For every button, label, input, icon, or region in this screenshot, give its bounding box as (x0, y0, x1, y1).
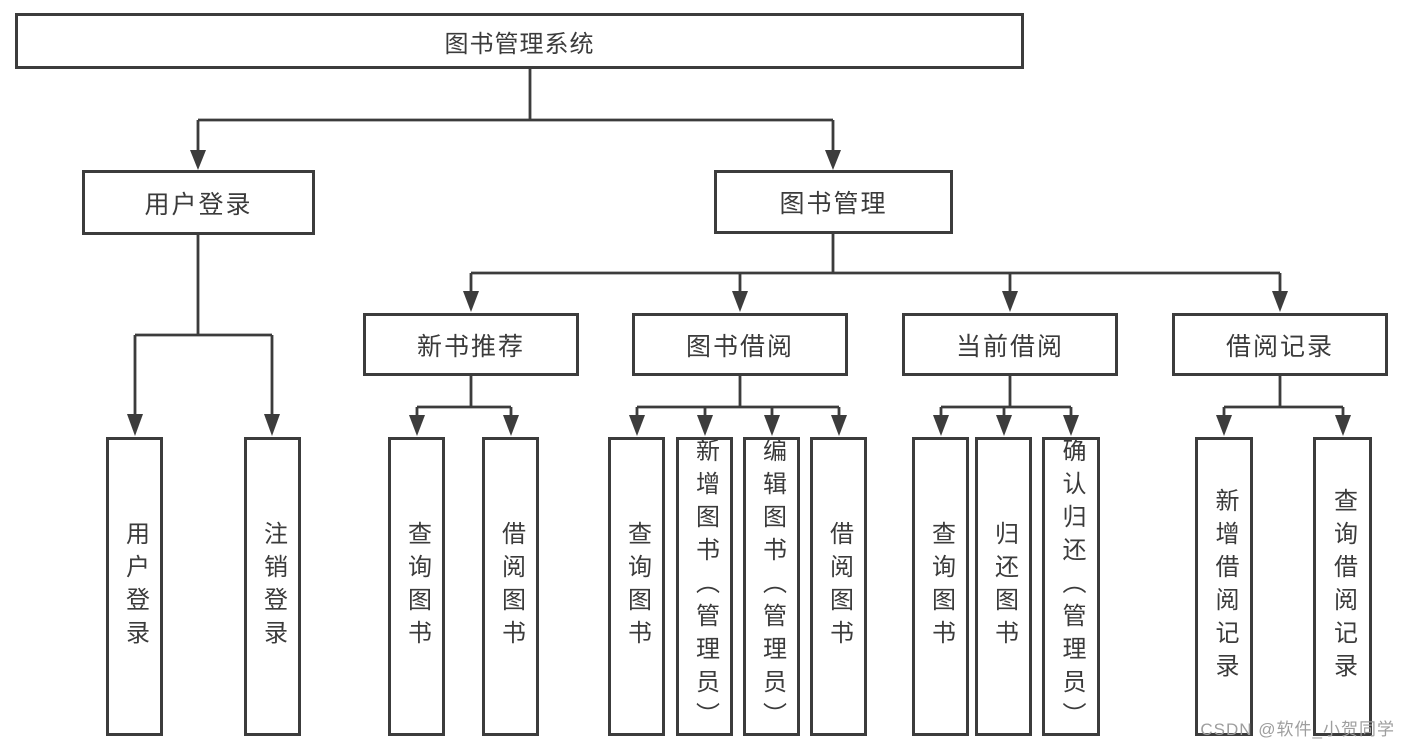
leaf-edit-books-admin: 编辑图书（管理员） (743, 437, 800, 736)
leaf-query-books: 查询图书 (912, 437, 969, 736)
leaf-query-books: 查询图书 (608, 437, 665, 736)
node-book-management: 图书管理 (714, 170, 953, 234)
node-label: 用户登录 (144, 190, 253, 219)
leaf-label: 查询借阅记录 (1329, 487, 1357, 686)
csdn-watermark: CSDN @软件_小贺同学 (1200, 720, 1395, 739)
leaf-borrow-books: 借阅图书 (810, 437, 867, 736)
leaf-user-login: 用户登录 (106, 437, 163, 736)
leaf-label: 注销登录 (259, 520, 287, 653)
leaf-label: 编辑图书（管理员） (758, 438, 786, 735)
node-current-borrow: 当前借阅 (902, 313, 1118, 376)
leaf-label: 归还图书 (990, 520, 1018, 653)
node-new-book-recommend: 新书推荐 (363, 313, 579, 376)
leaf-add-borrow-record: 新增借阅记录 (1195, 437, 1253, 736)
node-book-borrow: 图书借阅 (632, 313, 848, 376)
node-user-login: 用户登录 (82, 170, 315, 235)
leaf-borrow-books: 借阅图书 (482, 437, 539, 736)
leaf-label: 查询图书 (623, 520, 651, 653)
leaf-query-borrow-record: 查询借阅记录 (1313, 437, 1372, 736)
leaf-confirm-return-admin: 确认归还（管理员） (1042, 437, 1100, 736)
node-borrow-record: 借阅记录 (1172, 313, 1388, 376)
leaf-label: 新增借阅记录 (1211, 487, 1238, 686)
leaf-label: 查询图书 (403, 520, 431, 653)
leaf-label: 用户登录 (121, 520, 149, 653)
node-label: 图书借阅 (685, 332, 794, 361)
leaf-label: 查询图书 (927, 520, 955, 653)
leaf-query-books: 查询图书 (388, 437, 445, 736)
leaf-label: 借阅图书 (825, 520, 853, 653)
node-label: 借阅记录 (1225, 332, 1334, 361)
leaf-label: 确认归还（管理员） (1058, 438, 1085, 735)
node-label: 图书管理系统 (444, 30, 595, 58)
node-label: 当前借阅 (955, 332, 1064, 361)
leaf-logout: 注销登录 (244, 437, 301, 736)
leaf-label: 新增图书（管理员） (691, 438, 719, 735)
node-root-system: 图书管理系统 (15, 13, 1024, 69)
node-label: 新书推荐 (416, 332, 525, 361)
leaf-add-books-admin: 新增图书（管理员） (676, 437, 733, 736)
leaf-return-books: 归还图书 (975, 437, 1032, 736)
leaf-label: 借阅图书 (497, 520, 525, 653)
node-label: 图书管理 (779, 190, 888, 218)
